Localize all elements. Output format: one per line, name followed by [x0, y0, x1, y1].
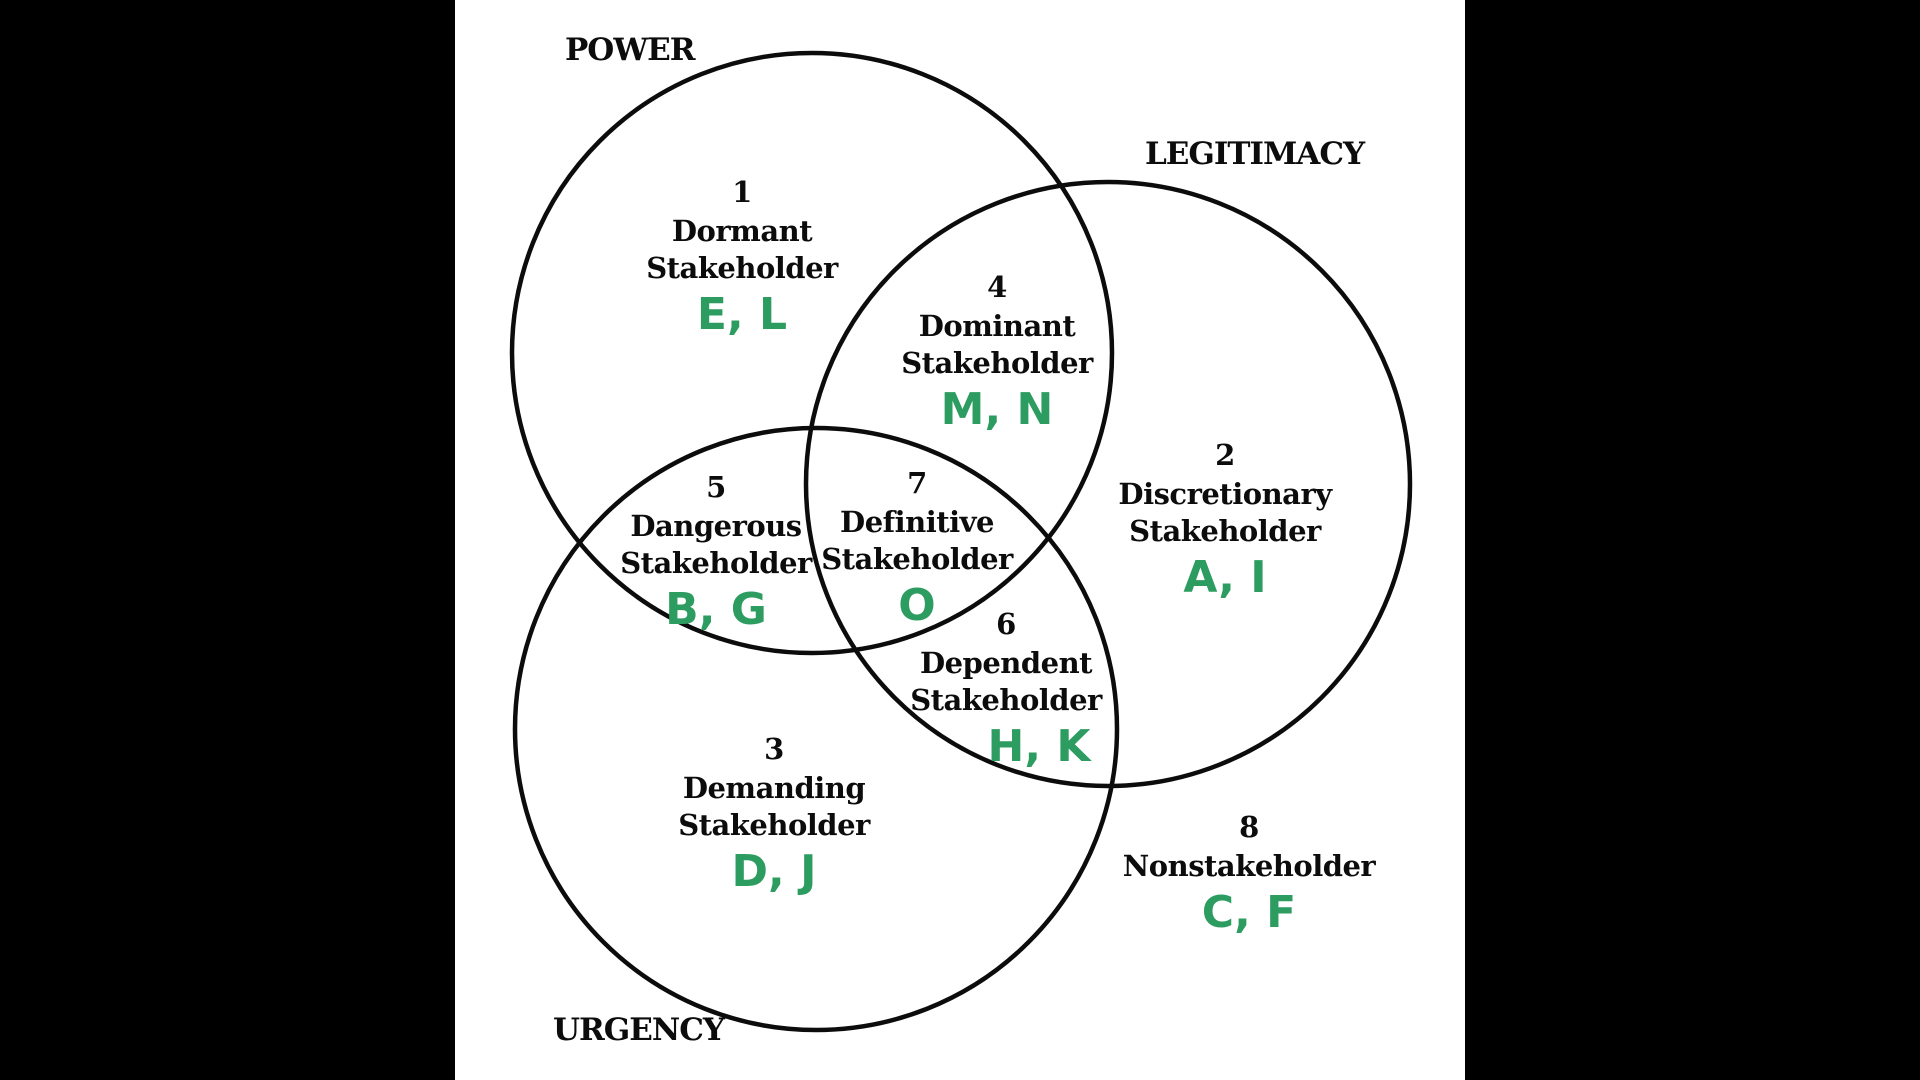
region-dangerous-stakeholder: 5 Dangerous Stakeholder B, G	[620, 466, 812, 634]
region-letters: A, I	[1183, 552, 1267, 603]
region-letters: E, L	[696, 289, 788, 340]
region-letters: C, F	[1201, 887, 1297, 938]
region-demanding-stakeholder: 3 Demanding Stakeholder D, J	[678, 728, 870, 896]
region-name: Definitive Stakeholder	[821, 505, 1013, 576]
region-dependent-stakeholder: 6 Dependent Stakeholder H, K	[910, 603, 1102, 771]
region-letters: M, N	[940, 384, 1054, 435]
region-number: 8	[1239, 810, 1259, 844]
region-name: Nonstakeholder	[1122, 849, 1376, 883]
venn-diagram-svg	[509, 50, 1413, 1033]
region-name: Dangerous Stakeholder	[620, 509, 812, 580]
urgency-circle-label: URGENCY	[553, 1012, 725, 1048]
region-number: 1	[732, 175, 752, 209]
venn-panel: POWER LEGITIMACY URGENCY 1 Dormant Stake…	[455, 0, 1465, 1080]
legitimacy-circle-label: LEGITIMACY	[1145, 136, 1365, 172]
urgency-circle	[512, 425, 1120, 1033]
region-number: 6	[996, 607, 1016, 641]
region-dormant-stakeholder: 1 Dormant Stakeholder E, L	[646, 171, 838, 339]
power-circle	[509, 50, 1115, 656]
region-number: 4	[987, 270, 1007, 304]
region-nonstakeholder: 8 Nonstakeholder C, F	[1122, 806, 1376, 938]
region-number: 5	[706, 470, 726, 504]
region-number: 7	[907, 466, 927, 500]
region-letters: D, J	[731, 846, 817, 897]
region-number: 3	[764, 732, 784, 766]
power-circle-label: POWER	[565, 32, 696, 68]
region-number: 2	[1215, 438, 1235, 472]
region-letters: H, K	[987, 721, 1091, 772]
region-name: Dominant Stakeholder	[901, 309, 1093, 380]
legitimacy-circle	[803, 179, 1413, 789]
region-discretionary-stakeholder: 2 Discretionary Stakeholder A, I	[1118, 434, 1332, 603]
region-name: Demanding Stakeholder	[678, 771, 870, 842]
region-dominant-stakeholder: 4 Dominant Stakeholder M, N	[901, 266, 1093, 434]
region-letters: B, G	[665, 584, 767, 635]
region-definitive-stakeholder: 7 Definitive Stakeholder O	[821, 462, 1013, 630]
region-name: Dormant Stakeholder	[646, 214, 838, 285]
region-letters: O	[898, 580, 936, 631]
region-name: Dependent Stakeholder	[910, 646, 1102, 717]
region-name: Discretionary Stakeholder	[1118, 477, 1332, 548]
